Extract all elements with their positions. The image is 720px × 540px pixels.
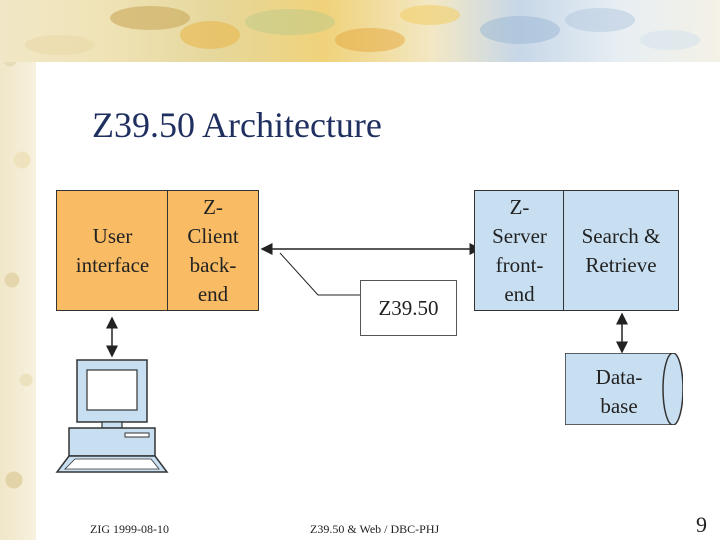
database-shape — [564, 352, 684, 426]
z-server-label: Z- Server front- end — [492, 194, 547, 306]
footer-center: Z39.50 & Web / DBC-PHJ — [310, 522, 440, 536]
page-number: 9 — [696, 512, 707, 537]
z-server-box: Z- Server front- end — [474, 190, 565, 311]
top-banner — [0, 0, 720, 62]
footer-date: ZIG 1999-08-10 — [90, 522, 169, 536]
z-client-box: Z- Client back- end — [167, 190, 259, 311]
search-retrieve-label: Search & Retrieve — [581, 223, 661, 277]
search-retrieve-box: Search & Retrieve — [563, 190, 679, 311]
callout-line — [279, 252, 360, 296]
z-client-label: Z- Client back- end — [187, 194, 239, 306]
slide-title: Z39.50 Architecture — [92, 105, 382, 145]
left-texture-border — [0, 0, 36, 540]
user-interface-label: User interface — [75, 223, 150, 277]
protocol-label-box: Z39.50 — [360, 280, 457, 336]
computer-icon — [55, 359, 169, 473]
database-cylinder: Data- base — [564, 352, 684, 426]
leaf-decoration — [25, 5, 700, 55]
user-interface-box: User interface — [56, 190, 169, 311]
protocol-label: Z39.50 — [378, 295, 439, 320]
database-label: Data- base — [595, 365, 643, 418]
